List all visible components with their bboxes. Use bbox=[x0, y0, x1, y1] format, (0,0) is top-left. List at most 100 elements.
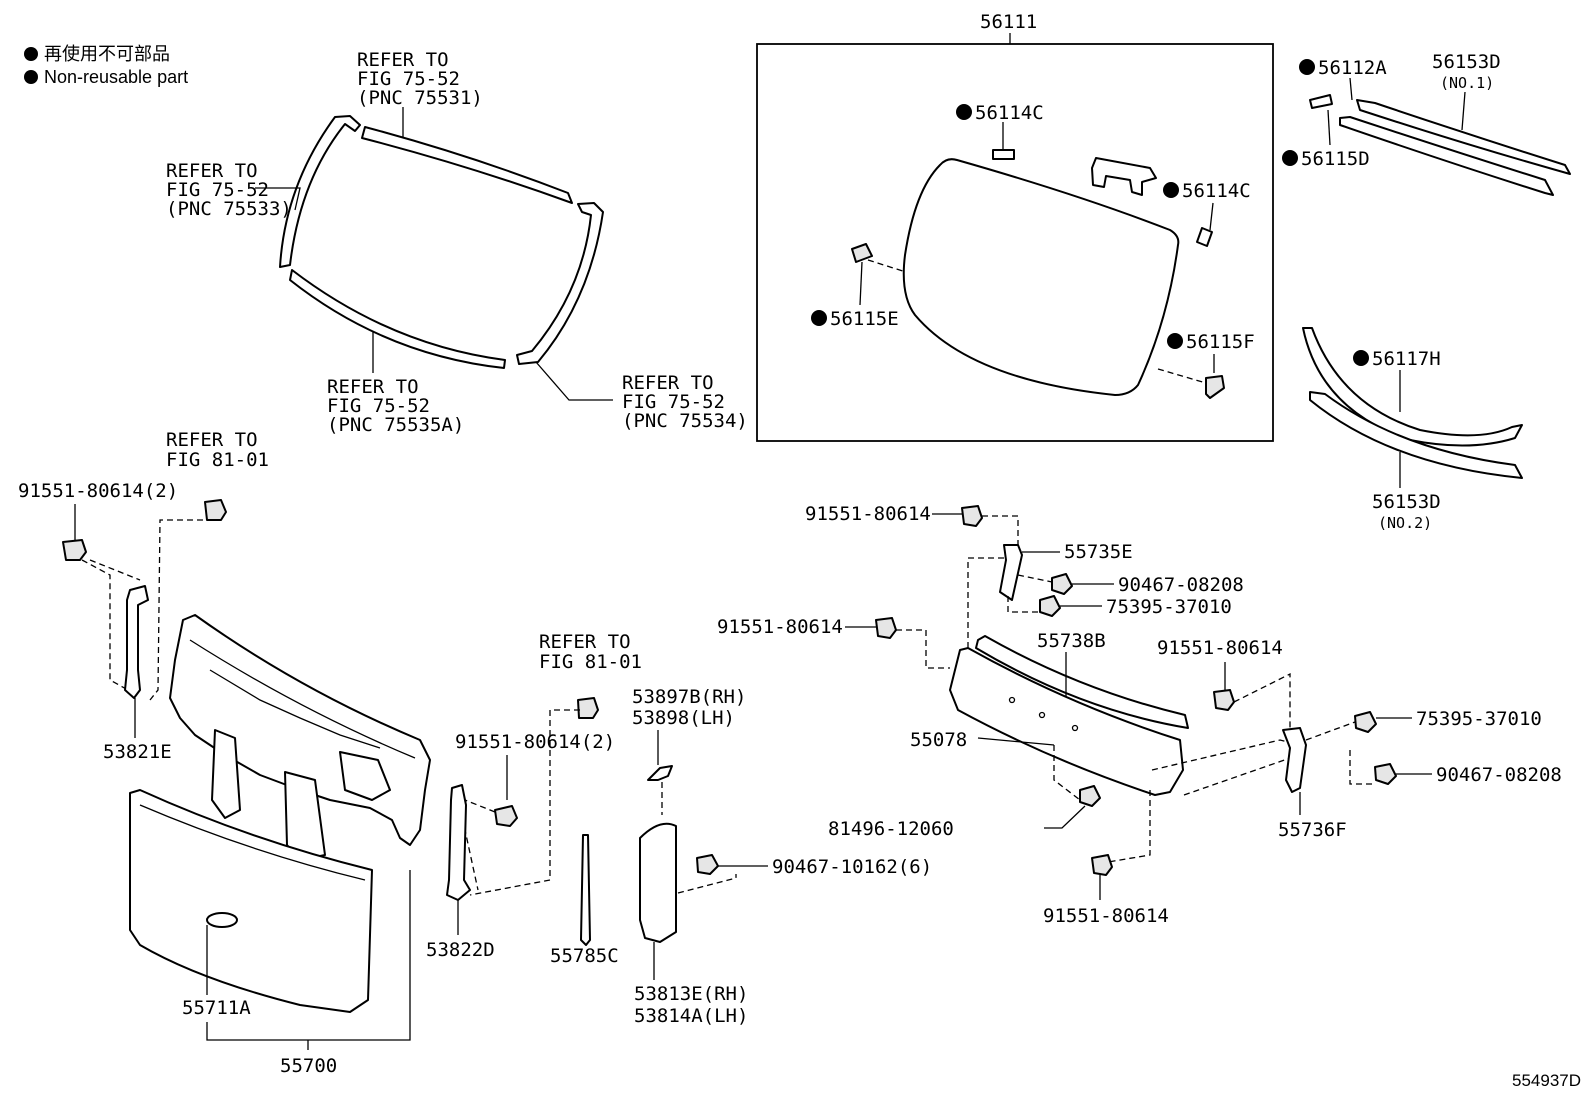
part-number-53821e: 53821E bbox=[103, 741, 172, 763]
clip bbox=[1374, 763, 1397, 785]
cowl-reinforcement-group: 91551-80614 55735E 90467-08208 75395-370… bbox=[717, 503, 1562, 927]
part-number-55736f: 55736F bbox=[1278, 819, 1347, 841]
guide-dashed-line bbox=[967, 557, 1004, 650]
ref-text: FIG 81-01 bbox=[539, 651, 642, 673]
windshield-assembly-box bbox=[756, 43, 1274, 442]
part-number-55711a: 55711A bbox=[182, 997, 251, 1019]
right-side-moulding bbox=[516, 202, 604, 365]
ref-text: REFER TO bbox=[166, 160, 258, 182]
legend-en-text: Non-reusable part bbox=[44, 67, 188, 87]
cowl-top-panel-group: 55711A 55700 bbox=[129, 614, 431, 1077]
guide-dashed-line bbox=[464, 799, 496, 891]
part-number-91551-80614: 91551-80614 bbox=[1043, 905, 1169, 927]
ref-text: FIG 75-52 bbox=[327, 395, 430, 417]
non-reusable-dot-icon bbox=[24, 70, 38, 84]
part-number-91551-80614: 91551-80614(2) bbox=[455, 731, 615, 753]
part-number-90467-08208: 90467-08208 bbox=[1118, 574, 1244, 596]
legend: 再使用不可部品 Non-reusable part bbox=[24, 44, 188, 87]
cowl-side-bracket bbox=[124, 585, 149, 699]
leader-line bbox=[1349, 77, 1353, 101]
part-note: (NO.1) bbox=[1440, 74, 1494, 92]
spacer-clip bbox=[1196, 227, 1213, 247]
part-number-56114c: 56114C bbox=[975, 102, 1044, 124]
ref-text: (PNC 75535A) bbox=[327, 414, 464, 436]
part-number-75395-37010: 75395-37010 bbox=[1416, 708, 1542, 730]
part-number-55785c: 55785C bbox=[550, 945, 619, 967]
lower-moulding bbox=[289, 269, 506, 369]
leader-line bbox=[1044, 805, 1086, 829]
ref-text: REFER TO bbox=[539, 631, 631, 653]
windshield-glass-group: 56111 56114C 56114C 56115E 56115F bbox=[756, 11, 1274, 442]
leader-line bbox=[1209, 202, 1214, 231]
upper-moulding bbox=[361, 126, 573, 204]
cowl-reinforcement bbox=[949, 647, 1184, 796]
clip bbox=[1051, 573, 1073, 595]
cowl-ventilator-louver bbox=[129, 789, 373, 1013]
stopper bbox=[851, 243, 873, 263]
clip bbox=[696, 854, 719, 875]
leader-line bbox=[1461, 91, 1466, 131]
part-number-91551-80614: 91551-80614 bbox=[1157, 637, 1283, 659]
non-reusable-dot-icon bbox=[1282, 150, 1298, 166]
part-note: (NO.2) bbox=[1378, 514, 1432, 532]
nut bbox=[1354, 711, 1377, 733]
ref-text: FIG 75-52 bbox=[357, 68, 460, 90]
ref-text: REFER TO bbox=[327, 376, 419, 398]
cowl-bracket-lower bbox=[1282, 727, 1307, 793]
windshield-glass bbox=[902, 158, 1180, 396]
diagram-id: 554937D bbox=[1512, 1071, 1581, 1090]
part-number-55738b: 55738B bbox=[1037, 630, 1106, 652]
ref-text: REFER TO bbox=[166, 429, 258, 451]
leader-line bbox=[535, 361, 613, 401]
ref-text: (PNC 75534) bbox=[622, 410, 748, 432]
cowl-left-bracket-group: REFER TO FIG 81-01 91551-80614(2) 53821E bbox=[18, 429, 269, 763]
part-number-90467-10162: 90467-10162(6) bbox=[772, 856, 932, 878]
guide-dashed-line bbox=[1183, 755, 1297, 796]
part-number-56117h: 56117H bbox=[1372, 348, 1441, 370]
guide-dashed-line bbox=[469, 709, 580, 896]
guide-dashed-line bbox=[1305, 721, 1356, 741]
legend-jp-text: 再使用不可部品 bbox=[44, 44, 170, 64]
guide-dashed-line bbox=[867, 259, 907, 273]
non-reusable-dot-icon bbox=[1163, 182, 1179, 198]
bolt bbox=[494, 805, 518, 827]
cowl-bracket-upper bbox=[999, 544, 1023, 601]
stopper bbox=[1205, 375, 1225, 399]
bolt bbox=[1213, 689, 1235, 711]
roof-drip-moulding bbox=[1339, 116, 1554, 196]
part-number-75395-37010: 75395-37010 bbox=[1106, 596, 1232, 618]
part-number-56115d: 56115D bbox=[1301, 148, 1370, 170]
clip bbox=[1079, 785, 1101, 807]
non-reusable-dot-icon bbox=[24, 47, 38, 61]
cowl-seal bbox=[975, 635, 1189, 729]
mirror-bracket bbox=[1091, 157, 1157, 196]
guide-dashed-line bbox=[81, 559, 129, 691]
cowl-side-panel bbox=[639, 822, 677, 943]
cowl-side-bracket bbox=[446, 784, 471, 901]
ref-text: (PNC 75531) bbox=[357, 87, 483, 109]
guide-dashed-line bbox=[1053, 745, 1081, 801]
cowl-seal-clip bbox=[647, 765, 673, 781]
louver-emblem bbox=[206, 912, 238, 928]
left-side-moulding bbox=[279, 115, 361, 268]
leader-line bbox=[977, 737, 1055, 746]
part-number-53822d: 53822D bbox=[426, 939, 495, 961]
ref-text: (PNC 75533) bbox=[166, 198, 292, 220]
tape bbox=[1309, 94, 1333, 109]
non-reusable-dot-icon bbox=[1167, 333, 1183, 349]
part-number-53898: 53898(LH) bbox=[632, 707, 735, 729]
part-number-55700: 55700 bbox=[280, 1055, 337, 1077]
ref-text: FIG 81-01 bbox=[166, 449, 269, 471]
ref-text: FIG 75-52 bbox=[166, 179, 269, 201]
bolt bbox=[62, 539, 87, 561]
guide-dashed-line bbox=[1157, 368, 1207, 384]
non-reusable-dot-icon bbox=[956, 104, 972, 120]
roof-mouldings: 56112A 56153D (NO.1) 56115D 56117H 56153… bbox=[1282, 51, 1571, 532]
guide-dashed-line bbox=[89, 559, 141, 581]
side-moulding-upper bbox=[1302, 327, 1523, 447]
bolt bbox=[961, 505, 983, 527]
non-reusable-dot-icon bbox=[811, 310, 827, 326]
side-moulding-lower bbox=[1309, 391, 1523, 479]
panel-edge bbox=[189, 639, 416, 759]
